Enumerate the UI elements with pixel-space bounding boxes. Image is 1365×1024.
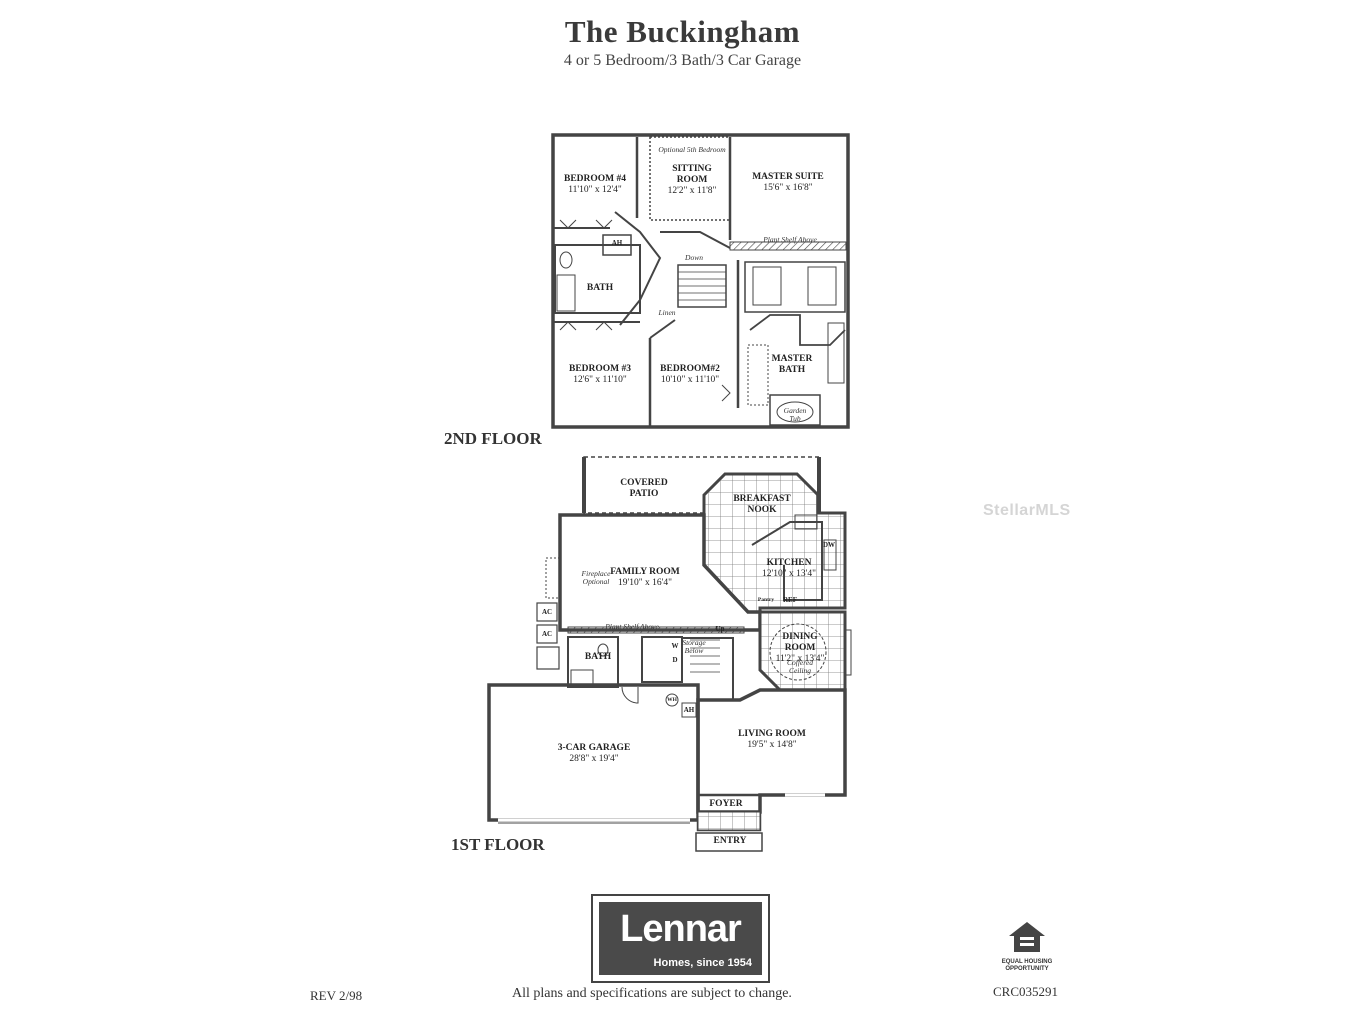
optional-bedroom-note: Optional 5th Bedroom: [658, 145, 726, 154]
garage-label: 3-CAR GARAGE 28'8" x 19'4": [557, 743, 631, 764]
family-room-label: FAMILY ROOM 19'10" x 16'4": [610, 567, 680, 588]
linen-note: Linen: [658, 308, 676, 317]
watermark: StellarMLS: [983, 502, 1071, 519]
breakfast-nook-label: BREAKFAST NOOK: [733, 494, 791, 515]
storage-below-note: Storage Below: [682, 638, 706, 655]
bedroom-3-label: BEDROOM #3 12'6" x 11'10": [568, 364, 632, 385]
license-code: CRC035291: [993, 984, 1059, 999]
eho-line1: EQUAL HOUSING: [1001, 959, 1053, 965]
first-floor-plan: [487, 456, 852, 852]
kitchen-label: KITCHEN 12'10" x 13'4": [762, 558, 816, 579]
fireplace-note: Fireplace Optional: [581, 569, 611, 586]
down-note: Down: [685, 253, 703, 262]
brand-tagline: Homes, since 1954: [653, 957, 752, 969]
dryer-tag: D: [672, 656, 678, 664]
up-tag: Up: [715, 625, 725, 633]
water-heater-tag: WH: [667, 697, 677, 703]
plan-title: The Buckingham: [564, 14, 801, 49]
garden-tub-note: Garden Tub: [783, 406, 807, 423]
washer-tag: W: [671, 642, 679, 650]
dw-tag: DW: [822, 541, 836, 549]
second-floor-plan: [551, 133, 850, 429]
dining-room-label: DINING ROOM 11'2" x 13'4": [775, 632, 825, 664]
pantry-tag: Pantry: [757, 597, 775, 603]
bath-label-2f: BATH: [586, 283, 614, 293]
equal-housing-icon: [1009, 922, 1045, 952]
brand-logo: Lennar Homes, since 1954: [591, 894, 770, 983]
equal-housing-logo: EQUAL HOUSING OPPORTUNITY: [1001, 920, 1053, 973]
coffered-ceiling-note: Coffered Ceiling: [787, 658, 813, 675]
disclaimer-text: All plans and specifications are subject…: [512, 986, 792, 1001]
entry-label: ENTRY: [713, 836, 747, 846]
revision-note: REV 2/98: [310, 988, 363, 1003]
ac-tag-2: AC: [541, 630, 553, 638]
foyer-label: FOYER: [709, 799, 743, 809]
master-bath-label: MASTER BATH: [771, 354, 813, 375]
plant-shelf-note-2f: Plant Shelf Above: [763, 235, 817, 244]
sitting-room-label: SITTING ROOM 12'2" x 11'8": [667, 164, 717, 196]
bath-label-1f: BATH: [584, 652, 612, 662]
first-floor-label: 1ST FLOOR: [451, 835, 545, 854]
ah-tag-1f: AH: [683, 706, 695, 714]
ac-tag-1: AC: [541, 608, 553, 616]
master-suite-label: MASTER SUITE 15'6" x 16'8": [752, 172, 824, 193]
bedroom-4-label: BEDROOM #4 11'10" x 12'4": [563, 174, 627, 195]
living-room-label: LIVING ROOM 19'5" x 14'8": [738, 729, 806, 750]
bedroom-2-label: BEDROOM#2 10'10" x 11'10": [660, 364, 720, 385]
covered-patio-label: COVERED PATIO: [620, 478, 668, 499]
ref-tag: REF: [783, 596, 797, 604]
ah-tag-2f: AH: [611, 239, 623, 247]
brand-wordmark: Lennar: [620, 908, 742, 950]
plant-shelf-note-1f: Plant Shelf Above: [605, 622, 659, 631]
plan-subtitle: 4 or 5 Bedroom/3 Bath/3 Car Garage: [563, 52, 802, 69]
second-floor-label: 2ND FLOOR: [444, 429, 542, 448]
eho-line2: OPPORTUNITY: [1005, 966, 1049, 972]
